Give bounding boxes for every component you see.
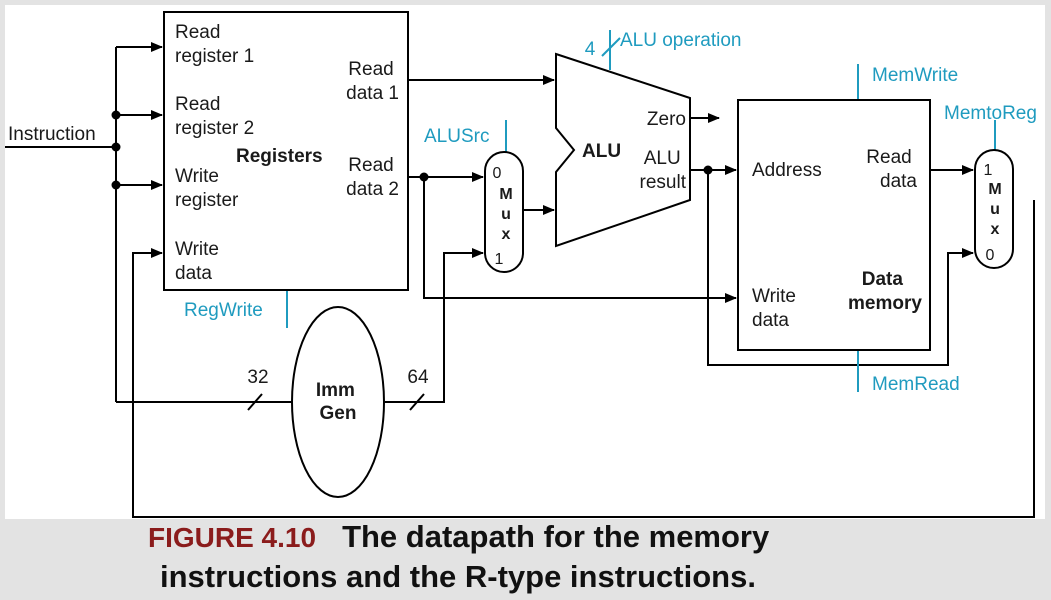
wire-write-data-feedback [132,200,1035,518]
read-register-2-label: Read register 2 [175,94,254,139]
regwrite-label: RegWrite [184,300,263,321]
figure-caption-line-2: instructions and the R-type instructions… [160,559,756,594]
alusrc-mux-letter: x [502,226,511,243]
alu-title: ALU [582,141,621,162]
registers-block [163,11,409,291]
alu-operation-label: ALU operation [620,30,741,51]
memtoreg-mux-letter: u [990,201,1000,218]
memtoreg-label: MemtoReg [944,103,1037,124]
alusrc-mux-letter: u [501,206,511,223]
alusrc-mux-input-1: 1 [495,251,504,268]
write-data-label: Write data [175,239,224,284]
instruction-label: Instruction [8,124,96,145]
memwrite-label: MemWrite [872,65,958,86]
memory-read-data-label: Read data [866,147,917,192]
alu-block [555,52,691,248]
alusrc-mux-letter: M [499,186,512,203]
alu-op-width-label: 4 [585,39,596,60]
write-register-label: Write register [175,166,239,211]
alusrc-mux [484,151,524,273]
data-memory-title: Data memory [848,269,922,314]
imm-gen-title: Imm Gen [316,380,360,424]
memtoreg-mux-letter: M [988,181,1001,198]
read-data-2-label: Read data 2 [346,155,399,200]
figure-number: FIGURE 4.10 [148,522,316,553]
bus-width-slash [247,393,263,411]
imm-out-width-label: 64 [407,367,429,388]
address-label: Address [752,160,822,181]
memory-write-data-label: Write data [752,286,801,331]
bus-width-slash [409,393,425,411]
alu-result-label: ALU result [640,148,687,193]
bus-width-slash [601,37,621,57]
data-memory-block [737,99,931,351]
memread-label: MemRead [872,374,960,395]
read-data-1-label: Read data 1 [346,59,399,104]
zero-label: Zero [647,109,686,130]
wire-alu-result-bypass [707,170,974,366]
memtoreg-mux-letter: x [991,221,1000,238]
junction [111,110,121,120]
alusrc-label: ALUSrc [424,126,489,147]
memtoreg-mux-input-0: 0 [986,247,995,264]
memtoreg-mux [974,149,1014,269]
wire-memory-write-data [423,177,737,303]
memtoreg-mux-input-1: 1 [984,162,993,179]
registers-title: Registers [236,146,323,167]
junction [111,180,121,190]
wire-imm-gen-out [385,248,484,403]
imm-gen-block [291,306,385,498]
read-register-1-label: Read register 1 [175,22,254,67]
junction [111,142,121,152]
alusrc-mux-input-0: 0 [493,165,502,182]
imm-in-width-label: 32 [247,367,268,388]
